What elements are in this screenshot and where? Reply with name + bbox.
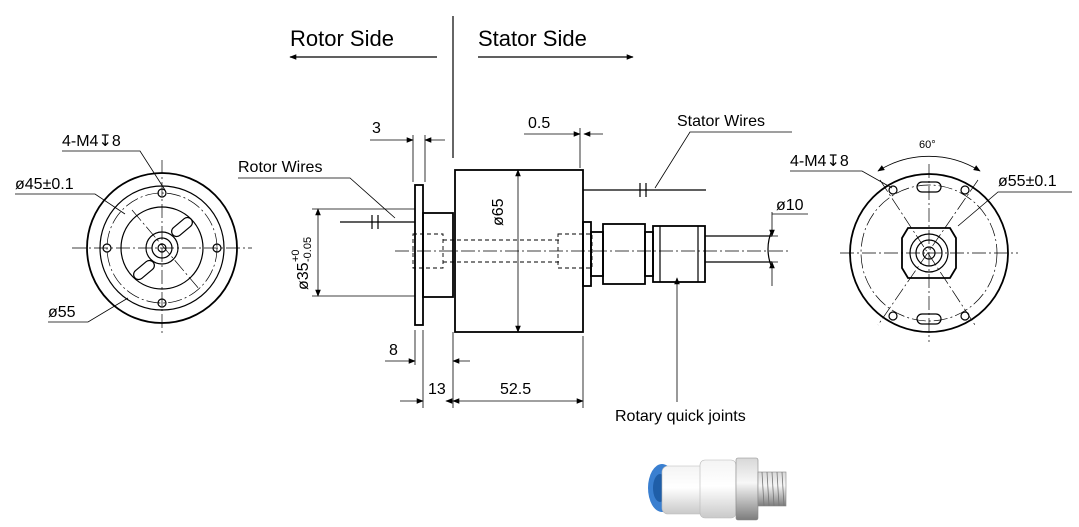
stator-wires-leader — [654, 131, 792, 189]
dim-rotor-diameter: ø35 +0 -0.05 — [290, 237, 314, 290]
left-bolt-circle-leader — [15, 193, 126, 215]
right-hex-nut — [901, 227, 957, 279]
joint-metal-hex — [735, 457, 759, 521]
right-fitting-ring — [909, 233, 949, 273]
right-connector-bottom — [916, 313, 942, 325]
bolt-hole-icon — [102, 243, 112, 253]
left-centerline-diag — [131, 209, 201, 291]
bolt-hole-icon — [960, 185, 970, 195]
bolt-hole-icon — [888, 185, 898, 195]
left-end-view: 4-M4↧8 ø45±0.1 ø55 — [15, 133, 252, 336]
dim-tol-lower: -0.05 — [302, 237, 314, 262]
right-angle-arc — [877, 155, 981, 172]
left-bolt-circle-label: ø45±0.1 — [15, 176, 74, 193]
thread-lines — [761, 471, 785, 507]
rotary-joints-label: Rotary quick joints — [615, 408, 746, 425]
bolt-hole-icon — [157, 188, 167, 198]
stator-side-label: Stator Side — [478, 26, 587, 51]
dim-tol-upper: +0 — [290, 249, 302, 262]
right-end-view: 60° 4-M4↧8 ø55±0.1 — [790, 139, 1072, 342]
right-fitting-inner — [915, 239, 943, 267]
dim-gap: 0.5 — [528, 115, 550, 132]
right-outer-dia-leader — [957, 191, 1072, 227]
bolt-hole-icon — [157, 298, 167, 308]
bolt-hole-icon — [888, 311, 898, 321]
bolt-hole-icon — [960, 311, 970, 321]
dim-rotor-diameter-base: ø35 — [295, 262, 312, 290]
right-thread-leader — [790, 170, 893, 189]
right-centerline-diag — [879, 179, 976, 326]
side-view: Rotor Wires Stator Wires Rotary quick jo… — [238, 113, 808, 425]
right-centerline-diag — [877, 179, 979, 326]
left-outer-dia-leader — [48, 297, 129, 323]
right-thread-label: 4-M4↧8 — [790, 153, 849, 170]
left-wire-slot-lower — [133, 259, 155, 281]
left-outer-dia-label: ø55 — [48, 304, 76, 321]
rotor-side-label: Rotor Side — [290, 26, 394, 51]
joint-collet — [652, 225, 706, 283]
dim-rotor-length: 13 — [428, 381, 446, 398]
rotor-bore-hidden — [412, 233, 444, 269]
rotor-wires-label: Rotor Wires — [238, 159, 322, 176]
rotary-joint-photo — [648, 457, 787, 521]
rotor-hub — [422, 212, 454, 298]
dim-tube-diameter: ø10 — [776, 197, 804, 214]
rotor-wires-leader — [238, 177, 396, 219]
dim-body-length: 52.5 — [500, 381, 531, 398]
joint-nut — [590, 231, 604, 277]
joint-neck — [644, 231, 654, 277]
dim-flange-thickness: 3 — [372, 120, 381, 137]
side-headers: Rotor Side Stator Side — [289, 16, 634, 158]
joint-plastic-neck — [699, 459, 737, 519]
left-wire-slot-upper — [171, 216, 193, 238]
right-bore — [922, 246, 936, 260]
rotor-flange — [414, 184, 424, 326]
dim-body-diameter: ø65 — [490, 198, 507, 226]
dim-hub-length: 8 — [389, 342, 398, 359]
stator-end-cap — [582, 221, 592, 287]
left-thread-leader — [62, 150, 166, 191]
bolt-hole-icon — [212, 243, 222, 253]
stator-wires-label: Stator Wires — [677, 113, 765, 130]
left-bolt-holes — [102, 188, 222, 308]
right-outer-dia-label: ø55±0.1 — [998, 173, 1057, 190]
right-bolt-holes — [888, 185, 970, 321]
right-connector-top — [916, 181, 942, 193]
left-thread-label: 4-M4↧8 — [62, 133, 121, 150]
joint-hex — [602, 223, 646, 285]
right-angle-label: 60° — [919, 139, 936, 151]
